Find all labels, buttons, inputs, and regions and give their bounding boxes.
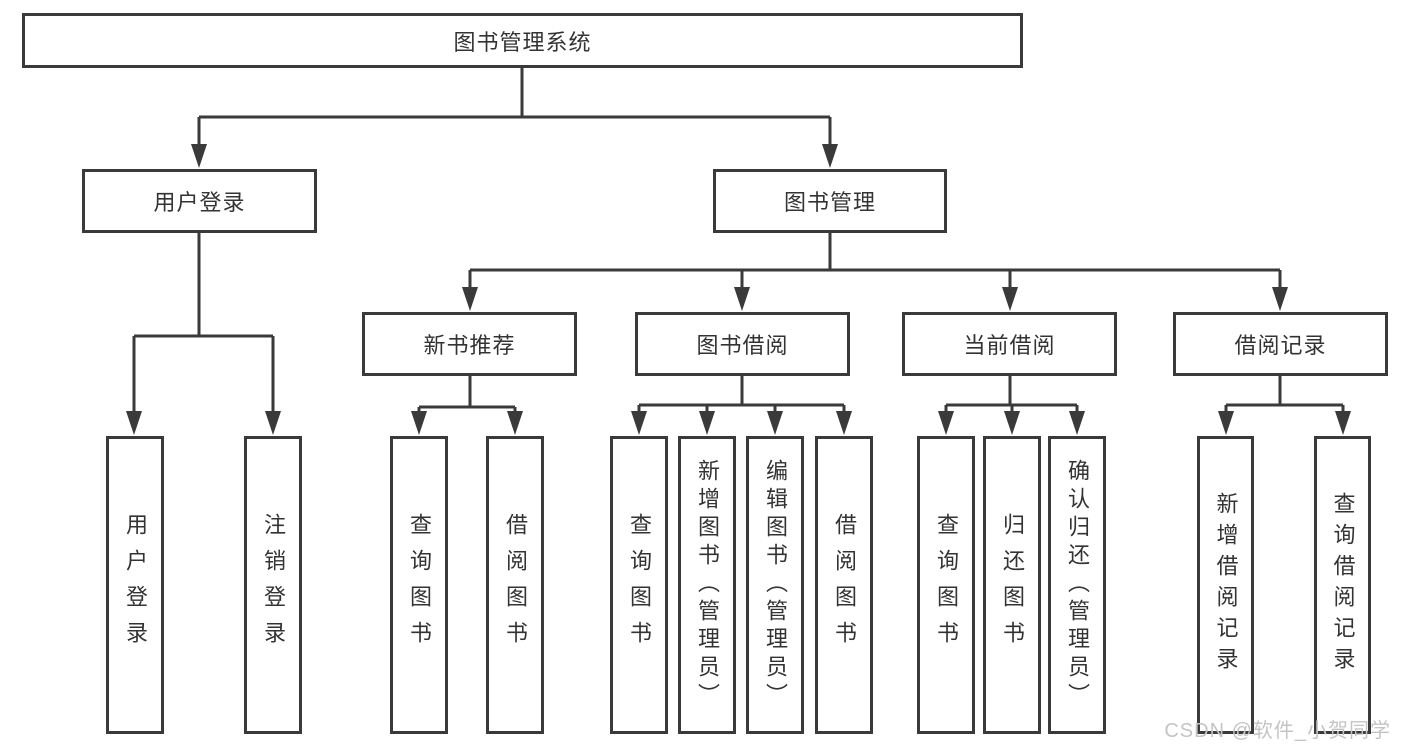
leaf-label: 查询图书 [627,513,652,657]
leaf-current-query: 查询图书 [917,436,975,734]
leaf-label: 确认归还（管理员） [1065,459,1090,711]
leaf-label: 注销登录 [261,513,286,657]
arrow-icon [822,144,838,168]
leaf-borrow-query: 查询图书 [610,436,668,734]
connector-current [944,376,1079,413]
arrow-icon [1004,411,1020,435]
leaf-newbooks-borrow: 借阅图书 [486,436,544,734]
leaf-borrow-edit-admin: 编辑图书（管理员） [746,436,804,734]
leaf-label: 借阅图书 [503,513,528,657]
connector-borrow [637,376,846,413]
node-borrow: 图书借阅 [635,312,850,376]
node-new-books: 新书推荐 [362,312,577,376]
leaf-label: 归还图书 [1000,513,1025,657]
csdn-watermark: CSDN @软件_小贺同学 [1164,720,1391,742]
node-current: 当前借阅 [902,312,1117,376]
node-borrow-label: 图书借阅 [696,333,789,358]
arrow-icon [191,144,207,168]
leaf-logout: 注销登录 [244,436,302,734]
arrow-icon [734,287,750,311]
node-records-label: 借阅记录 [1234,333,1327,358]
arrow-icon [938,411,954,435]
arrow-icon [507,411,523,435]
leaf-records-query: 查询借阅记录 [1314,436,1371,734]
connector-root [197,68,832,148]
leaf-current-confirm-admin: 确认归还（管理员） [1048,436,1106,734]
leaf-label: 新增图书（管理员） [695,459,720,711]
node-book-mgmt-label: 图书管理 [783,190,876,215]
node-root-label: 图书管理系统 [453,29,592,55]
arrowheads [126,144,1351,435]
leaf-label: 查询图书 [934,513,959,657]
leaf-label: 借阅图书 [832,513,857,657]
leaf-user-login: 用户登录 [106,436,164,734]
arrow-icon [1069,411,1085,435]
arrow-icon [462,287,478,311]
node-current-label: 当前借阅 [963,333,1056,358]
connector-records [1224,376,1345,413]
arrow-icon [1335,411,1351,435]
node-user-login: 用户登录 [82,169,317,233]
leaf-current-return: 归还图书 [983,436,1041,734]
arrow-icon [631,411,647,435]
leaf-newbooks-query: 查询图书 [390,436,448,734]
leaf-borrow-add-admin: 新增图书（管理员） [678,436,736,734]
arrow-icon [767,411,783,435]
connector-book-mgmt [468,233,1282,289]
leaf-label: 查询图书 [407,513,432,657]
leaf-label: 新增借阅记录 [1213,492,1239,678]
leaf-label: 查询借阅记录 [1330,492,1356,678]
arrow-icon [126,411,142,435]
leaf-borrow-borrow: 借阅图书 [815,436,873,734]
arrow-icon [411,411,427,435]
leaf-label: 编辑图书（管理员） [763,459,788,711]
node-book-mgmt: 图书管理 [713,169,947,233]
node-new-books-label: 新书推荐 [423,333,516,358]
arrow-icon [836,411,852,435]
leaf-records-add: 新增借阅记录 [1197,436,1254,734]
arrow-icon [1002,287,1018,311]
arrow-icon [1272,287,1288,311]
arrow-icon [699,411,715,435]
node-root: 图书管理系统 [22,13,1023,68]
node-records: 借阅记录 [1173,312,1388,376]
arrow-icon [1218,411,1234,435]
node-user-login-label: 用户登录 [153,190,246,215]
leaf-label: 用户登录 [123,513,148,657]
arrow-icon [265,411,281,435]
connector-new-books [417,376,517,413]
connector-user-login [132,233,275,413]
